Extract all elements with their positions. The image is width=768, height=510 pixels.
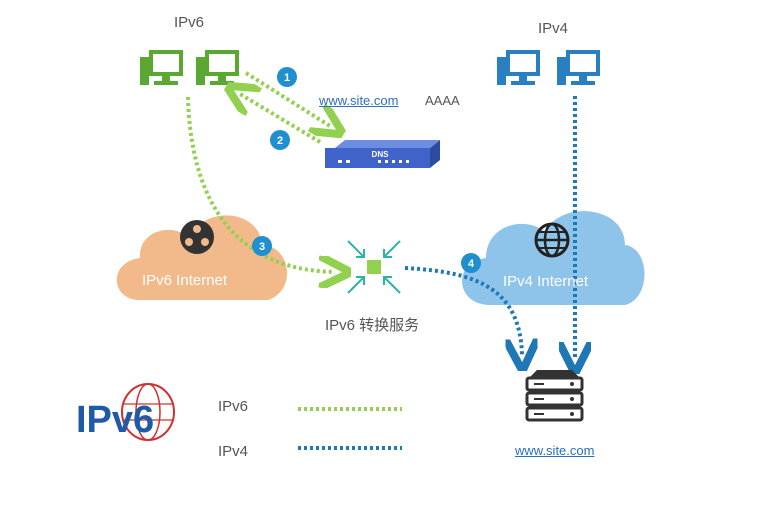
svg-text:4: 4: [468, 258, 475, 270]
ipv4-internet-label: IPv4 Internet: [503, 273, 589, 290]
svg-text:2: 2: [277, 135, 283, 147]
ipv4-translated-path: [404, 266, 522, 355]
ipv6-internet-cloud: [116, 215, 288, 300]
ipv6-logo: IPv6: [76, 383, 175, 441]
svg-text:1: 1: [284, 72, 290, 84]
dns-appliance-icon: DNS: [325, 140, 440, 168]
step-badge-4: 4: [461, 253, 481, 273]
svg-text:3: 3: [259, 241, 265, 253]
dns-query-site[interactable]: www.site.com: [319, 93, 399, 108]
logo-text: IPv6: [76, 399, 154, 441]
ipv4-computer-1: [497, 50, 540, 85]
ipv6-internet-label: IPv6 Internet: [142, 272, 228, 289]
legend-ipv4-label: IPv4: [218, 443, 249, 460]
step-badge-3: 3: [252, 236, 272, 256]
dns-query-arrow: [244, 71, 330, 126]
legend-ipv6-label: IPv6: [218, 398, 249, 415]
ipv4-internet-cloud: [462, 211, 645, 305]
ipv4-group-label: IPv4: [538, 20, 569, 37]
network-nodes-icon: [180, 220, 214, 254]
ipv4-computer-2: [557, 50, 600, 85]
convergence-arrows-icon: [347, 240, 401, 294]
ipv6-computer-2: [196, 50, 239, 85]
step-badge-2: 2: [270, 130, 290, 150]
translation-service-label: IPv6 转换服务: [325, 317, 420, 334]
dns-device-label: DNS: [372, 150, 390, 159]
ipv6-computer-1: [140, 50, 183, 85]
ipv6-path: [186, 96, 335, 272]
dns-query-type: AAAA: [425, 93, 460, 108]
server-site-label[interactable]: www.site.com: [515, 443, 595, 458]
server-rack-icon: [525, 370, 584, 422]
ipv6-group-label: IPv6: [174, 14, 205, 31]
globe-icon: [534, 222, 570, 258]
step-badge-1: 1: [277, 67, 297, 87]
